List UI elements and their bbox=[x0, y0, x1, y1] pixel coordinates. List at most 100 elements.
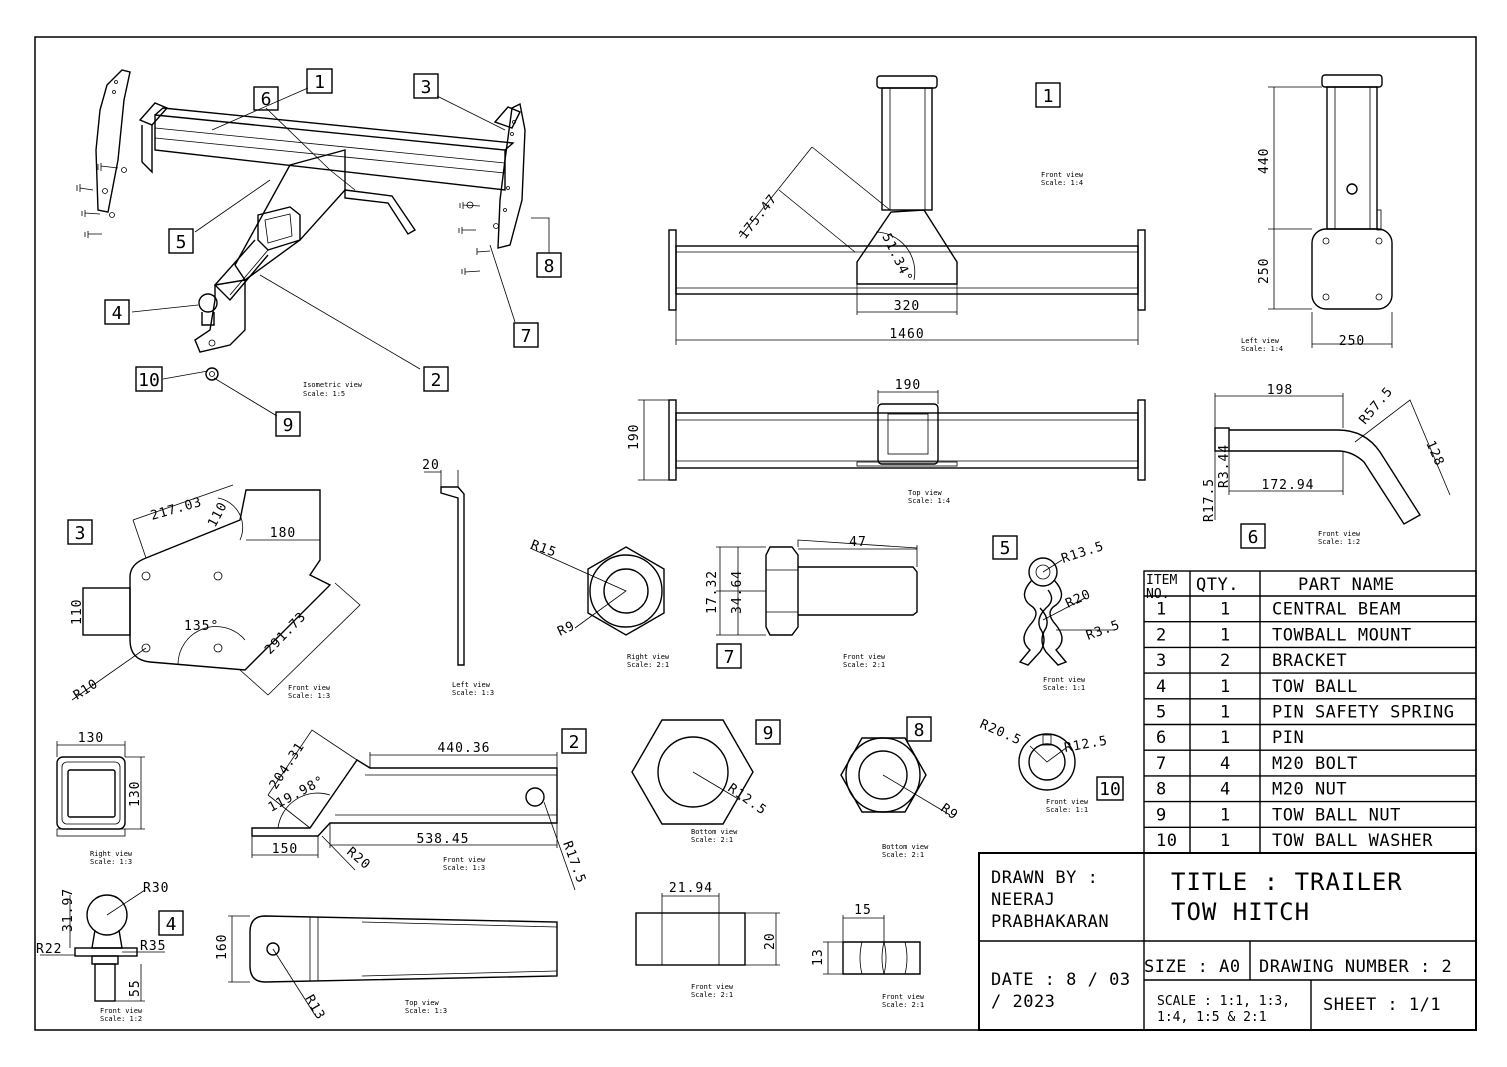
beam-top-caption: Top view bbox=[908, 489, 943, 497]
svg-text:1: 1 bbox=[314, 72, 325, 93]
svg-text:9: 9 bbox=[763, 723, 774, 744]
nut9-dim-1: R12.5 bbox=[725, 781, 770, 819]
svg-text:8: 8 bbox=[544, 256, 555, 277]
svg-text:4: 4 bbox=[166, 914, 177, 935]
beam-front-dim-1: 175.47 bbox=[736, 191, 780, 242]
bom-qty: 1 bbox=[1220, 625, 1231, 645]
nut9-front-scale: Scale: 2:1 bbox=[691, 991, 733, 999]
bom-part-name: TOW BALL bbox=[1272, 677, 1358, 697]
mount-top-scale: Scale: 1:3 bbox=[405, 1007, 447, 1015]
bolt-front-balloon: 7 bbox=[716, 643, 742, 669]
bracket-scale: Scale: 1:3 bbox=[288, 692, 330, 700]
svg-text:8: 8 bbox=[914, 720, 925, 741]
bom-part-name: TOW BALL NUT bbox=[1272, 805, 1401, 825]
bracket-left-scale: Scale: 1:3 bbox=[452, 689, 494, 697]
pin-dim-6: 172.94 bbox=[1262, 478, 1315, 493]
bom-item-no: 9 bbox=[1156, 805, 1167, 825]
bracket-dim-3: 180 bbox=[270, 526, 296, 541]
bracket-front-view bbox=[71, 484, 361, 701]
nut9-bottom-caption: Bottom view bbox=[691, 828, 738, 836]
bracket-left-dim: 20 bbox=[422, 458, 440, 473]
svg-text:7: 7 bbox=[521, 326, 532, 347]
svg-text:1: 1 bbox=[1043, 86, 1054, 107]
bracket-left-caption: Left view bbox=[452, 681, 491, 689]
iso-balloon-7: 7 bbox=[513, 322, 539, 348]
mount-front-balloon: 2 bbox=[561, 728, 587, 754]
drawing-title-1: TITLE : TRAILER bbox=[1171, 868, 1403, 896]
mount-right-view bbox=[56, 741, 145, 837]
svg-text:3: 3 bbox=[421, 77, 432, 98]
bom-item-no: 1 bbox=[1156, 600, 1167, 620]
spring-scale: Scale: 1:1 bbox=[1043, 684, 1085, 692]
bracket-dim-1: 217.03 bbox=[149, 495, 204, 524]
bom-qty: 1 bbox=[1220, 728, 1231, 748]
bolt-front-view bbox=[716, 539, 918, 636]
iso-balloon-3: 3 bbox=[413, 73, 439, 99]
nut8-front-dim-1: 15 bbox=[854, 903, 872, 918]
iso-balloon-8: 8 bbox=[536, 252, 562, 278]
bom-part-name: PIN bbox=[1272, 728, 1304, 748]
mount-front-dim-5: 150 bbox=[272, 842, 298, 857]
beam-front-dim-2: 51.34° bbox=[878, 231, 915, 285]
beam-front-balloon: 1 bbox=[1035, 82, 1061, 108]
bom-part-name: TOWBALL MOUNT bbox=[1272, 625, 1412, 645]
date-line-2: / 2023 bbox=[991, 992, 1055, 1012]
mount-front-dim-4: 538.45 bbox=[417, 832, 470, 847]
bracket-dim-7: R10 bbox=[71, 676, 101, 703]
beam-left-view bbox=[1268, 74, 1393, 348]
nut8-front-view bbox=[823, 915, 921, 975]
beam-front-view bbox=[668, 75, 1146, 345]
mount-front-dim-1: 440.36 bbox=[438, 741, 491, 756]
bom-part-name: M20 NUT bbox=[1272, 780, 1347, 800]
sheet-border bbox=[34, 36, 1477, 1031]
pin-dim-3: 128 bbox=[1422, 439, 1446, 469]
bracket-caption: Front view bbox=[288, 684, 331, 692]
nut8-bottom-caption: Bottom view bbox=[882, 843, 929, 851]
beam-top-dim-2: 190 bbox=[895, 378, 921, 393]
pin-scale: Scale: 1:2 bbox=[1318, 538, 1360, 546]
ball-front-view bbox=[40, 889, 165, 1002]
svg-text:5: 5 bbox=[176, 232, 187, 253]
mount-top-caption: Top view bbox=[405, 999, 440, 1007]
bom-part-name: PIN SAFETY SPRING bbox=[1272, 703, 1455, 723]
ball-dim-4: R35 bbox=[140, 939, 166, 954]
beam-front-scale: Scale: 1:4 bbox=[1041, 179, 1083, 187]
mount-right-dim-1: 130 bbox=[78, 731, 104, 746]
bom-table bbox=[1143, 570, 1477, 854]
bom-header-qty: QTY. bbox=[1196, 575, 1239, 595]
iso-balloon-6: 6 bbox=[253, 86, 279, 111]
drawing-number: DRAWING NUMBER : 2 bbox=[1259, 957, 1452, 977]
bom-header-item: ITEM bbox=[1146, 573, 1177, 588]
pin-dim-4: R3.44 bbox=[1217, 444, 1232, 488]
svg-text:3: 3 bbox=[75, 523, 86, 544]
iso-balloon-4: 4 bbox=[104, 299, 130, 325]
beam-front-dim-4: 1460 bbox=[889, 327, 924, 342]
mount-front-caption: Front view bbox=[443, 856, 486, 864]
mount-right-scale: Scale: 1:3 bbox=[90, 858, 132, 866]
ball-dim-2: 31.97 bbox=[61, 888, 76, 932]
bracket-dim-4: 110 bbox=[70, 599, 85, 625]
bom-qty: 1 bbox=[1220, 831, 1231, 851]
ball-caption: Front view bbox=[100, 1007, 143, 1015]
nut8-dim-1: R9 bbox=[938, 801, 961, 823]
beam-left-dim-3: 250 bbox=[1339, 334, 1365, 349]
bracket-balloon: 3 bbox=[67, 519, 93, 545]
iso-caption: Isometric view bbox=[303, 381, 363, 389]
bracket-dim-6: 291.73 bbox=[262, 609, 310, 658]
svg-text:6: 6 bbox=[261, 89, 272, 110]
bom-qty: 1 bbox=[1220, 805, 1231, 825]
bolt-right-dim-2: R9 bbox=[555, 619, 577, 640]
bom-qty: 4 bbox=[1220, 754, 1231, 774]
svg-text:4: 4 bbox=[112, 303, 123, 324]
bom-part-name: M20 BOLT bbox=[1272, 754, 1358, 774]
scale-line-2: 1:4, 1:5 & 2:1 bbox=[1157, 1010, 1267, 1025]
washer-dim-2: R12.5 bbox=[1063, 734, 1109, 756]
mount-front-dim-6: R20 bbox=[343, 845, 373, 874]
iso-scale: Scale: 1:5 bbox=[303, 390, 345, 398]
beam-left-dim-2: 250 bbox=[1257, 258, 1272, 284]
svg-text:5: 5 bbox=[1000, 538, 1011, 559]
date-line-1: DATE : 8 / 03 bbox=[991, 970, 1131, 990]
mount-front-view bbox=[251, 729, 576, 891]
mount-right-dim-2: 130 bbox=[128, 781, 143, 807]
